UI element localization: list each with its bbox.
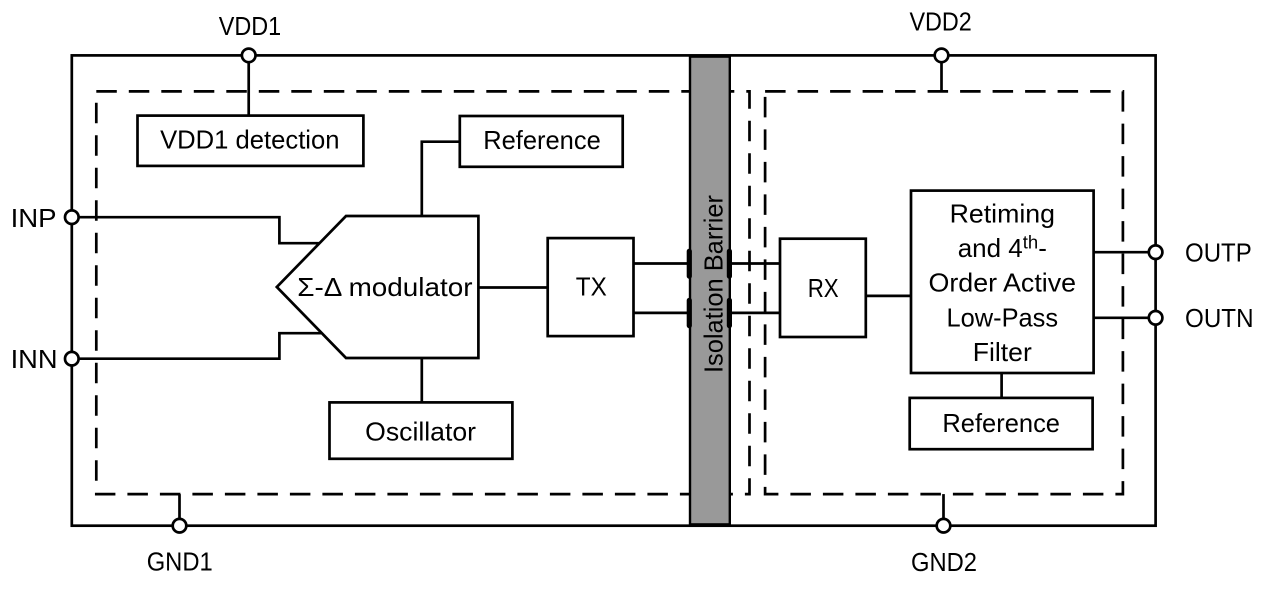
svg-text:Reference: Reference — [942, 408, 1060, 438]
svg-text:VDD1: VDD1 — [219, 11, 281, 41]
svg-text:OUTN: OUTN — [1185, 303, 1254, 333]
svg-text:INN: INN — [11, 344, 58, 374]
svg-text:Σ-Δ modulator: Σ-Δ modulator — [297, 272, 473, 302]
svg-text:VDD1 detection: VDD1 detection — [160, 125, 339, 155]
svg-text:RX: RX — [808, 273, 839, 303]
svg-text:Order Active: Order Active — [929, 268, 1077, 298]
svg-text:GND2: GND2 — [911, 547, 977, 577]
svg-text:Oscillator: Oscillator — [365, 417, 476, 447]
svg-text:Reference: Reference — [483, 125, 601, 155]
svg-text:OUTP: OUTP — [1185, 238, 1252, 268]
svg-text:TX: TX — [576, 271, 607, 301]
svg-text:VDD2: VDD2 — [909, 7, 971, 37]
svg-text:GND1: GND1 — [147, 546, 213, 576]
svg-text:INP: INP — [11, 203, 57, 233]
svg-text:Isolation Barrier: Isolation Barrier — [699, 195, 729, 373]
svg-text:Low-Pass: Low-Pass — [947, 302, 1059, 332]
svg-text:Filter: Filter — [973, 337, 1032, 367]
svg-text:Retiming: Retiming — [950, 199, 1055, 229]
